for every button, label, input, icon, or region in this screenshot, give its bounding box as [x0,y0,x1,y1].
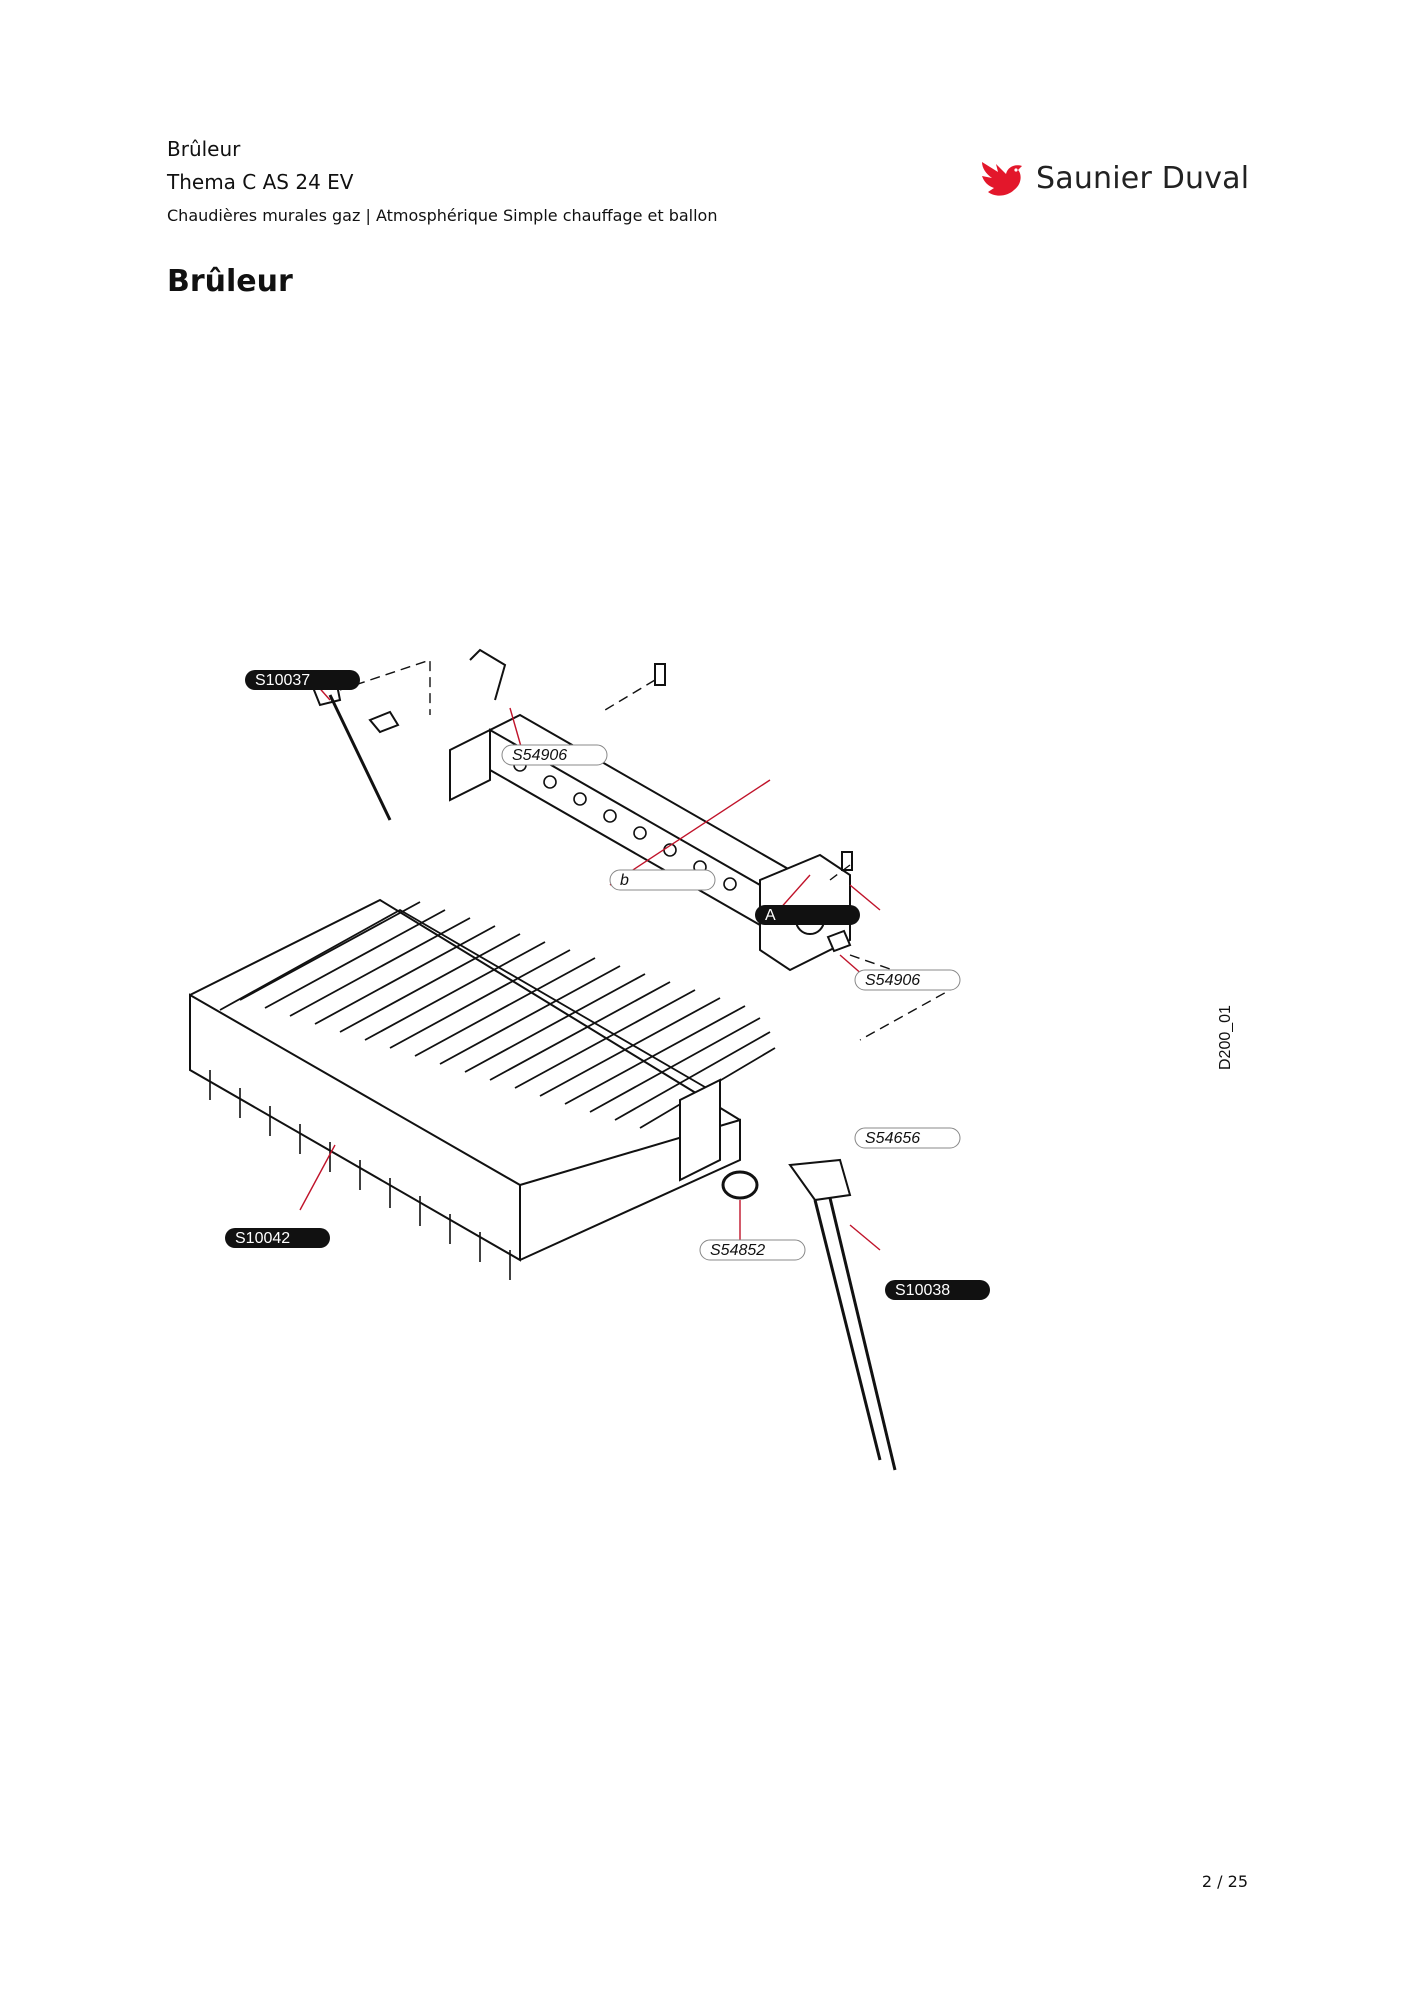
seal-ring [721,1170,759,1200]
callout-s10037: S10037 [245,670,360,690]
burner-assembly-illustration [189,648,952,1471]
screw-top [654,663,666,686]
red-bird-logo-icon [982,162,1022,196]
callout-b: b [609,869,716,891]
callout-s54906-right-label: S54906 [865,972,920,989]
callout-s54906-top-label: S54906 [512,747,567,764]
header-category: Chaudières murales gaz | Atmosphérique S… [167,206,718,225]
callout-leaders [299,682,881,1251]
callout-b-label: b [620,872,629,889]
callout-s10042-label: S10042 [235,1230,290,1247]
callout-s10042: S10042 [225,1228,330,1248]
section-title: Brûleur [167,264,293,299]
callout-s54906-right: S54906 [854,969,961,991]
burner-side-plate [679,1078,721,1182]
brand-name: Saunier Duval [1036,160,1250,196]
manifold-left-bracket [449,728,491,802]
right-electrode [788,1158,852,1202]
callout-s10038: S10038 [885,1280,990,1300]
screw-left [368,710,400,734]
drawing-reference: D200_01 [1217,1005,1234,1070]
callout-s54656-label: S54656 [865,1130,920,1147]
callout-a: A [755,905,860,925]
callout-s54656: S54656 [854,1127,961,1149]
screw-right-bottom [826,929,852,953]
callout-s54852-label: S54852 [710,1242,765,1259]
callout-s10038-label: S10038 [895,1282,950,1299]
callout-s54852: S54852 [699,1239,806,1261]
burner-exploded-drawing: S10037 S54906 b A S54906 S54656 S10042 S… [189,648,1234,1471]
callout-s10037-label: S10037 [255,672,310,689]
callout-a-label: A [765,907,776,924]
document-header: Brûleur Thema C AS 24 EV Chaudières mura… [167,134,717,232]
header-model: Thema C AS 24 EV [167,170,354,194]
header-title: Brûleur [167,137,241,161]
brand-logo: Saunier Duval [978,156,1249,200]
callout-s54906-top: S54906 [501,744,608,766]
page-number: 2 / 25 [1201,1872,1248,1891]
burner-frame [189,993,521,1262]
burner-front-teeth [209,1070,511,1280]
